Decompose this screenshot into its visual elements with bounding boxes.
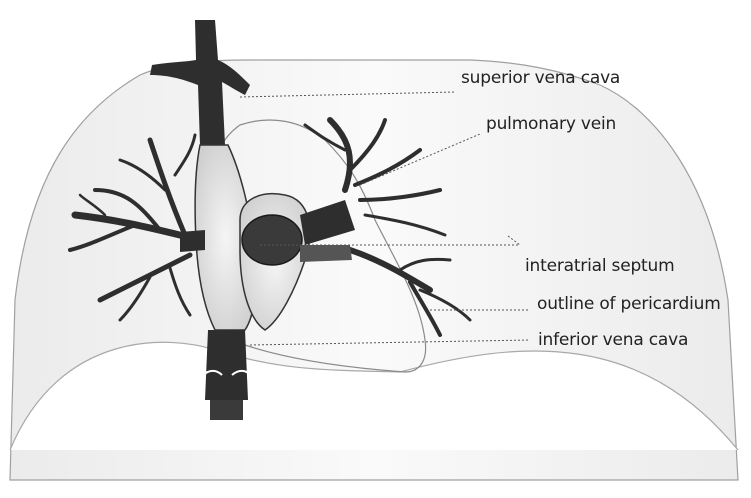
ivc-lower	[210, 400, 243, 420]
label-pulmonary-vein: pulmonary vein	[486, 114, 616, 134]
label-outline-of-pericardium: outline of pericardium	[537, 294, 721, 314]
label-interatrial-septum: interatrial septum	[525, 256, 674, 276]
pulmonary-vein-lower	[300, 245, 352, 262]
label-superior-vena-cava: superior vena cava	[461, 68, 620, 88]
left-pulmonary-trunk	[180, 230, 205, 252]
septum-opening	[242, 215, 302, 265]
label-inferior-vena-cava: inferior vena cava	[538, 330, 688, 350]
inferior-vena-cava-vessel	[205, 330, 248, 400]
